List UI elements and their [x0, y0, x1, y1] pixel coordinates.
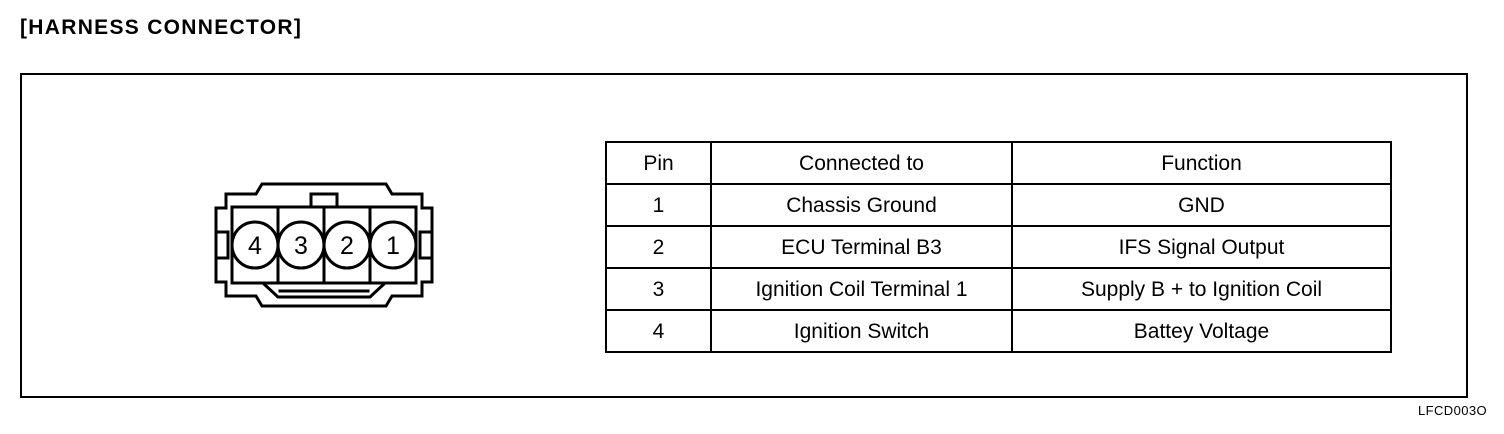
column-header-connected-to: Connected to — [710, 141, 1013, 185]
connector-right-tab — [418, 230, 434, 260]
cell-pin: 2 — [605, 225, 712, 269]
cell-function: Supply B + to Ignition Coil — [1011, 267, 1392, 311]
pin-bore-1 — [368, 220, 418, 270]
connector-illustration: 4 3 2 1 — [204, 180, 474, 310]
cell-connected-to: Chassis Ground — [710, 183, 1013, 227]
cell-function: IFS Signal Output — [1011, 225, 1392, 269]
column-header-pin: Pin — [605, 141, 712, 185]
connector-top-key — [309, 192, 339, 209]
cell-connected-to: Ignition Switch — [710, 309, 1013, 353]
cell-function: Battey Voltage — [1011, 309, 1392, 353]
connector-housing-outline — [214, 182, 434, 308]
pin-number-3: 3 — [294, 232, 308, 260]
cell-connected-to: Ignition Coil Terminal 1 — [710, 267, 1013, 311]
pin-number-4: 4 — [248, 232, 262, 260]
column-header-function: Function — [1011, 141, 1392, 185]
cell-connected-to: ECU Terminal B3 — [710, 225, 1013, 269]
cell-pin: 4 — [605, 309, 712, 353]
table-row: 3 Ignition Coil Terminal 1 Supply B + to… — [605, 267, 1392, 311]
cell-pin: 3 — [605, 267, 712, 311]
pin-number-2: 2 — [340, 232, 354, 260]
connector-svg: 4 3 2 1 — [214, 182, 434, 308]
page-title: [HARNESS CONNECTOR] — [20, 16, 303, 39]
connector-left-tab — [214, 230, 230, 260]
cell-pin: 1 — [605, 183, 712, 227]
reference-code: LFCD003O — [1418, 403, 1487, 418]
pinout-table: Pin Connected to Function 1 Chassis Grou… — [605, 141, 1392, 353]
table-row: 1 Chassis Ground GND — [605, 183, 1392, 227]
pin-number-1: 1 — [386, 232, 400, 260]
connector-bottom-latch — [261, 281, 387, 299]
diagram-frame: 4 3 2 1 Pin Connected to Function — [20, 73, 1468, 398]
table-row: 4 Ignition Switch Battey Voltage — [605, 309, 1392, 353]
cell-function: GND — [1011, 183, 1392, 227]
table-row: 2 ECU Terminal B3 IFS Signal Output — [605, 225, 1392, 269]
table-header-row: Pin Connected to Function — [605, 141, 1392, 185]
